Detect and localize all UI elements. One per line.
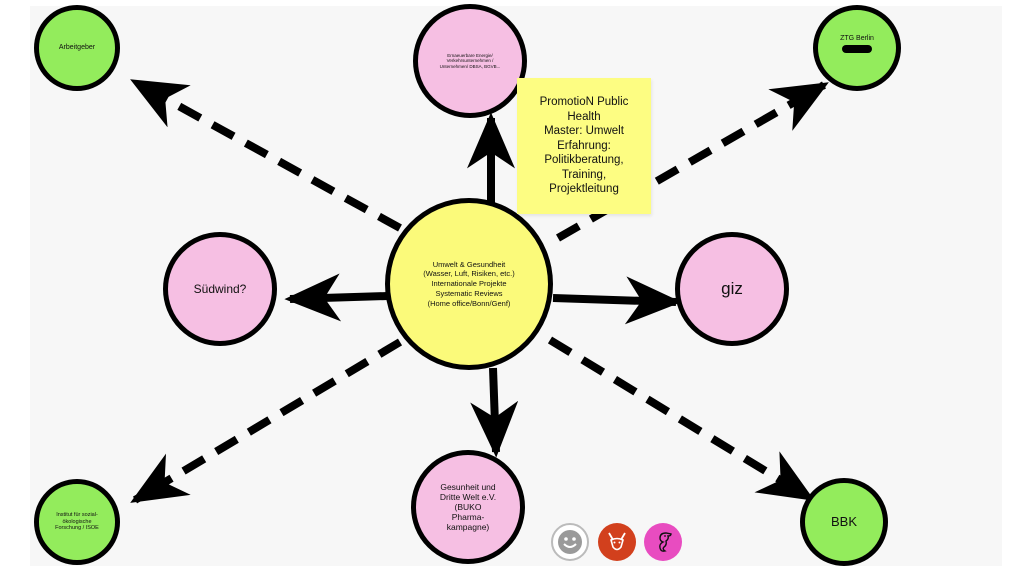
node-ztg-label: ZTG Berlin [840,34,874,42]
arrow-to-giz [552,276,682,325]
node-ztg-berlin[interactable]: ZTG Berlin [813,5,901,91]
smiley-icon [558,530,582,554]
node-isoe-label: Institut für sozial- ökologische Forschu… [55,512,99,532]
seahorse-icon [659,532,672,552]
node-gesundheit-dritte-welt[interactable]: Gesunheit und Dritte Welt e.V. (BUKO Pha… [411,450,525,564]
node-center-label: Umwelt & Gesundheit (Wasser, Luft, Risik… [423,259,515,308]
collaborator-avatar-3[interactable] [644,523,682,561]
node-giz[interactable]: giz [675,232,789,346]
node-arbeitgeber[interactable]: Arbeitgeber [34,5,120,91]
node-dritte-welt-label: Gesunheit und Dritte Welt e.V. (BUKO Pha… [439,481,497,533]
node-bbk-label: BBK [830,514,857,530]
node-suedwind-label: Südwind? [193,281,247,296]
arrow-to-arbeitgeber [130,78,402,232]
arrow-to-dritte-welt [470,367,519,458]
collaborator-avatar-2[interactable] [598,523,636,561]
node-energie-unternehmen[interactable]: Ernaeuerbare Energie/ Verkehrsunternehme… [413,4,527,118]
redacted-bar [842,45,872,54]
node-isoe[interactable]: Institut für sozial- ökologische Forschu… [34,479,120,565]
arrow-to-suedwind [284,273,389,322]
node-arbeitgeber-label: Arbeitgeber [58,43,96,51]
node-energie-label: Ernaeuerbare Energie/ Verkehrsunternehme… [439,52,501,69]
node-giz-label: giz [721,278,743,298]
sticky-note[interactable]: PromotioN Public Health Master: Umwelt E… [517,78,651,214]
arrow-to-bbk [547,336,815,502]
node-bbk[interactable]: BBK [800,478,888,566]
node-suedwind[interactable]: Südwind? [163,232,277,346]
goat-icon [608,532,626,551]
arrow-to-isoe [130,338,403,504]
collaborator-avatar-1[interactable] [551,523,589,561]
node-center-umwelt-gesundheit[interactable]: Umwelt & Gesundheit (Wasser, Luft, Risik… [385,198,553,370]
